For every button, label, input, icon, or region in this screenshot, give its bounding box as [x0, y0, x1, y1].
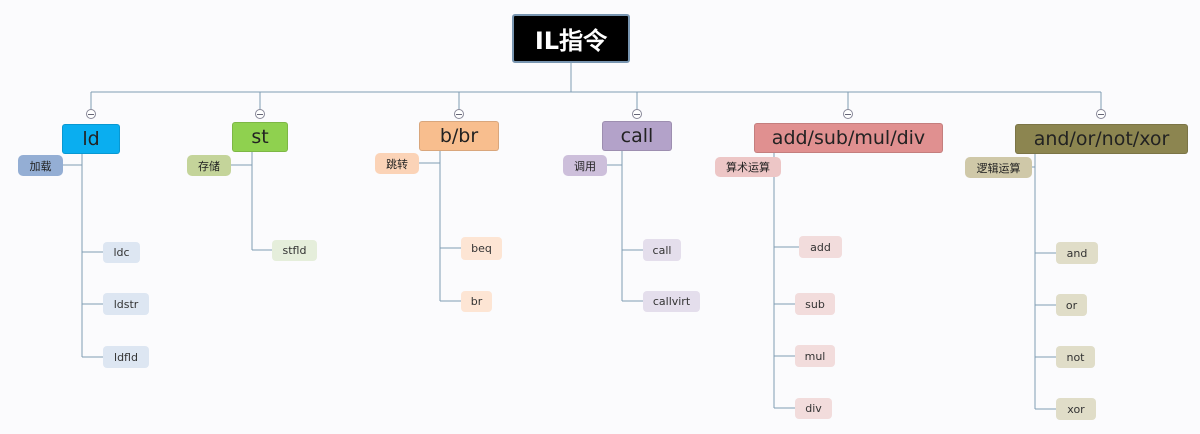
node-b-br[interactable]: b/br	[419, 121, 499, 151]
category-b-br[interactable]: 跳转	[375, 153, 419, 174]
node-ld[interactable]: ld	[62, 124, 120, 154]
category-ld[interactable]: 加载	[18, 155, 63, 176]
leaf-ldc[interactable]: ldc	[103, 242, 140, 263]
leaf-br[interactable]: br	[461, 291, 492, 312]
category-arithmetic[interactable]: 算术运算	[715, 157, 781, 177]
collapse-icon[interactable]	[454, 109, 464, 119]
category-call[interactable]: 调用	[563, 155, 607, 176]
node-logical[interactable]: and/or/not/xor	[1015, 124, 1188, 154]
leaf-callvirt[interactable]: callvirt	[643, 291, 700, 312]
collapse-icon[interactable]	[843, 109, 853, 119]
leaf-mul[interactable]: mul	[795, 345, 835, 367]
leaf-beq[interactable]: beq	[461, 237, 502, 260]
leaf-sub[interactable]: sub	[795, 293, 835, 315]
leaf-not[interactable]: not	[1056, 346, 1095, 368]
leaf-stfld[interactable]: stfld	[272, 240, 317, 261]
leaf-add[interactable]: add	[799, 236, 842, 258]
leaf-and[interactable]: and	[1056, 242, 1098, 264]
leaf-ldfld[interactable]: ldfld	[103, 346, 149, 368]
collapse-icon[interactable]	[1096, 109, 1106, 119]
category-st[interactable]: 存储	[187, 155, 231, 176]
node-st[interactable]: st	[232, 122, 288, 152]
collapse-icon[interactable]	[86, 109, 96, 119]
node-call[interactable]: call	[602, 121, 672, 151]
leaf-call[interactable]: call	[643, 239, 681, 261]
leaf-xor[interactable]: xor	[1056, 398, 1096, 420]
category-logical[interactable]: 逻辑运算	[965, 157, 1032, 178]
leaf-div[interactable]: div	[795, 398, 832, 419]
collapse-icon[interactable]	[632, 109, 642, 119]
root-node[interactable]: IL指令	[512, 14, 630, 63]
collapse-icon[interactable]	[255, 109, 265, 119]
leaf-or[interactable]: or	[1056, 294, 1087, 316]
leaf-ldstr[interactable]: ldstr	[103, 293, 149, 315]
node-arithmetic[interactable]: add/sub/mul/div	[754, 123, 943, 153]
